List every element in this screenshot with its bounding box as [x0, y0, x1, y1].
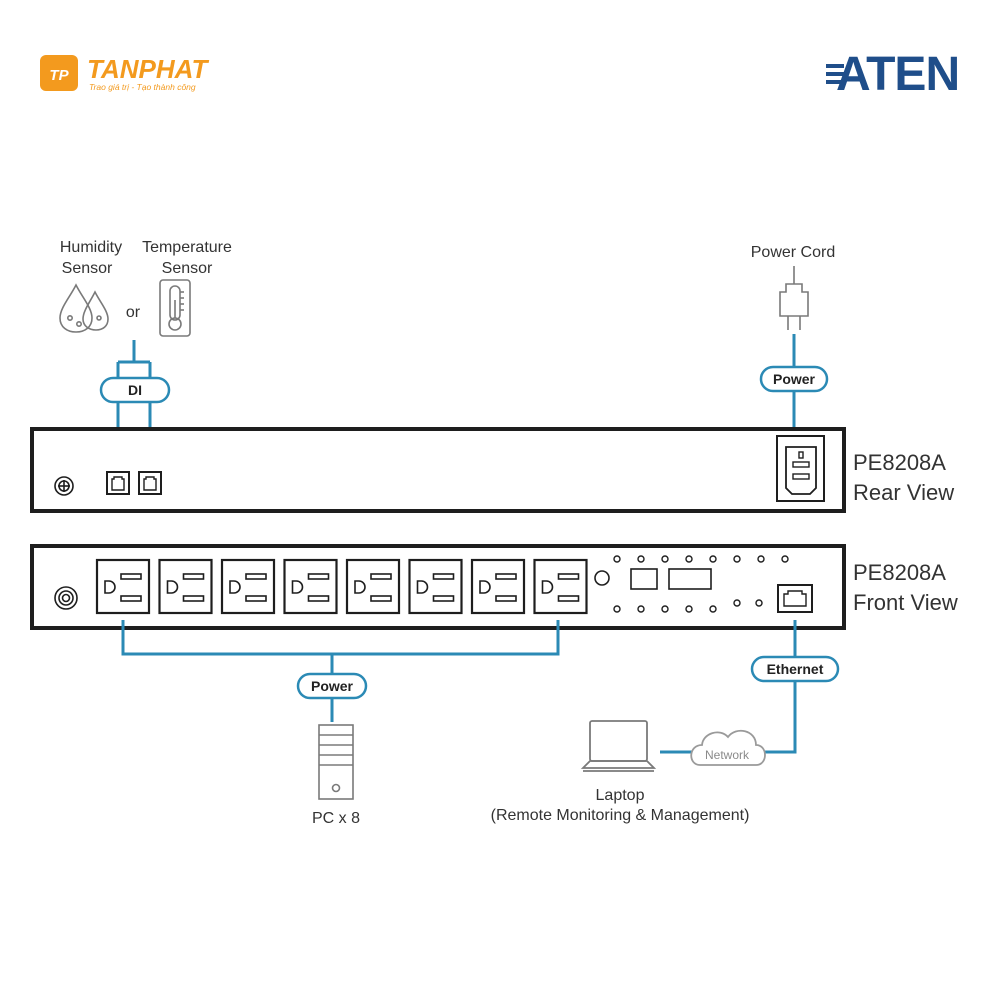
outlet-8-icon: [533, 558, 588, 615]
ac-inlet-icon: [776, 435, 825, 502]
di-port-1-icon: [106, 471, 130, 495]
outlet-6-icon: [408, 558, 463, 615]
outlet-2-icon: [158, 558, 213, 615]
or-label: or: [126, 304, 141, 321]
outlet-4-icon: [283, 558, 338, 615]
cloud-icon: Network: [690, 729, 766, 766]
laptop-icon: [580, 720, 657, 772]
led-row-bottom: [613, 599, 763, 613]
led-bottom-5: [709, 605, 717, 613]
front-view-title: Front View: [853, 590, 958, 615]
front-view-device: [30, 544, 846, 630]
pc-label: PC x 8: [312, 810, 360, 827]
cloud-label: Network: [705, 748, 750, 762]
laptop-label-line2: (Remote Monitoring & Management): [491, 807, 750, 824]
rear-view-model: PE8208A: [853, 450, 946, 475]
ethernet-pill-label: Ethernet: [767, 661, 824, 677]
ethernet-port-icon: [777, 584, 813, 613]
circuit-breaker-icon: [54, 586, 78, 610]
humidity-label-line2: Sensor: [62, 260, 113, 277]
rear-view-device: [30, 427, 846, 513]
outlet-3-icon: [220, 558, 276, 615]
aten-logo-stripes: [826, 64, 844, 84]
humidity-drops-icon: [59, 283, 109, 333]
di-pill-label: DI: [128, 382, 142, 398]
led-top-5: [709, 555, 717, 563]
tanphat-name: TANPHAT: [87, 54, 209, 84]
led-top-4: [685, 555, 693, 563]
led-top-3: [661, 555, 669, 563]
led-bottom-1: [613, 605, 621, 613]
outlet-1-icon: [95, 558, 151, 615]
tanphat-logo-glyph: TP: [49, 67, 69, 84]
led-top-2: [637, 555, 645, 563]
outlet-7-icon: [470, 558, 526, 615]
tanphat-logo: TP TANPHAT Trao giá trị - Tạo thành công: [40, 54, 209, 92]
power-cord-label: Power Cord: [751, 244, 835, 261]
ethernet-lines: [660, 620, 797, 754]
pc-power-pill-label: Power: [311, 678, 354, 694]
thermometer-icon: [159, 279, 191, 337]
led-bottom-3: [661, 605, 669, 613]
pc-power-lines: [121, 620, 560, 722]
display-panel-right: [668, 568, 712, 590]
display-panel-left: [630, 568, 658, 590]
led-bottom-6: [733, 599, 741, 607]
pc-tower-icon: [318, 724, 354, 800]
power-cord-pill: Power: [759, 365, 829, 393]
temperature-label-line1: Temperature: [142, 239, 232, 256]
led-bottom-4: [685, 605, 693, 613]
led-bottom-2: [637, 605, 645, 613]
led-bottom-7: [755, 599, 763, 607]
tanphat-slogan: Trao giá trị - Tạo thành công: [89, 82, 196, 92]
led-top-1: [613, 555, 621, 563]
outlet-row: [95, 558, 588, 615]
led-row-top: [613, 555, 789, 563]
ground-screw-icon: [54, 476, 74, 496]
power-cord-pill-label: Power: [773, 371, 816, 387]
tanphat-logo-icon: [40, 55, 78, 91]
humidity-label-line1: Humidity: [60, 239, 122, 256]
di-pill: DI: [99, 376, 171, 404]
temperature-label-line2: Sensor: [162, 260, 213, 277]
led-top-7: [757, 555, 765, 563]
ethernet-pill: Ethernet: [750, 655, 840, 683]
led-top-8: [781, 555, 789, 563]
front-view-model: PE8208A: [853, 560, 946, 585]
aten-logo: ATEN: [826, 48, 960, 101]
power-plug-icon: [779, 266, 809, 330]
reset-button: [594, 570, 610, 586]
aten-name: ATEN: [836, 48, 959, 101]
pc-power-pill: Power: [296, 672, 368, 700]
di-port-2-icon: [138, 471, 162, 495]
rear-view-title: Rear View: [853, 480, 954, 505]
outlet-5-icon: [345, 558, 401, 615]
laptop-label-line1: Laptop: [596, 787, 645, 804]
led-top-6: [733, 555, 741, 563]
